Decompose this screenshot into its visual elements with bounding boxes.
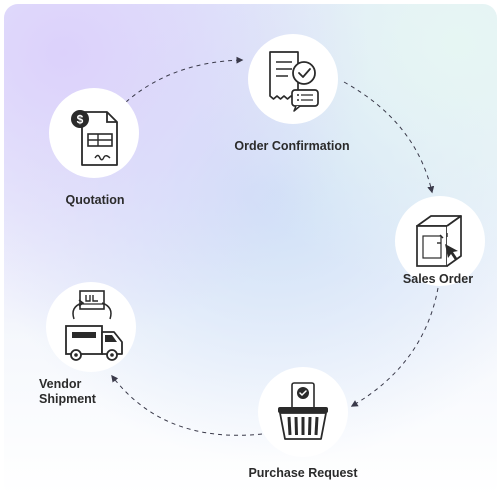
arrow-purchase-request-to-vendor-shipment (111, 374, 263, 436)
label-sales-order: Sales Order (402, 272, 474, 286)
receipt-check-icon (269, 51, 319, 112)
arrow-order-confirmation-to-sales-order (343, 81, 435, 194)
svg-text:$: $ (77, 113, 84, 127)
quotation-document-icon: $ (71, 110, 118, 166)
basket-check-icon (278, 382, 328, 440)
label-vendor-shipment-line2: Shipment (39, 392, 96, 406)
node-vendor-shipment (46, 282, 136, 372)
box-cursor-icon (416, 215, 462, 267)
arrow-sales-order-to-purchase-request (350, 287, 439, 407)
diagram-canvas: $ Quotation Order Confirmation (4, 4, 497, 497)
label-vendor-shipment-line1: Vendor (39, 377, 82, 391)
label-quotation: Quotation (65, 193, 125, 207)
node-quotation: $ (49, 88, 139, 178)
label-vendor-shipment: Vendor Shipment (39, 377, 96, 407)
label-order-confirmation: Order Confirmation (234, 139, 350, 153)
node-sales-order (395, 196, 485, 286)
delivery-truck-icon (65, 290, 123, 361)
label-purchase-request: Purchase Request (248, 466, 358, 480)
node-order-confirmation (248, 34, 338, 124)
flow-connectors (111, 56, 439, 436)
node-purchase-request (258, 367, 348, 457)
arrow-quotation-to-order-confirmation (125, 56, 244, 103)
